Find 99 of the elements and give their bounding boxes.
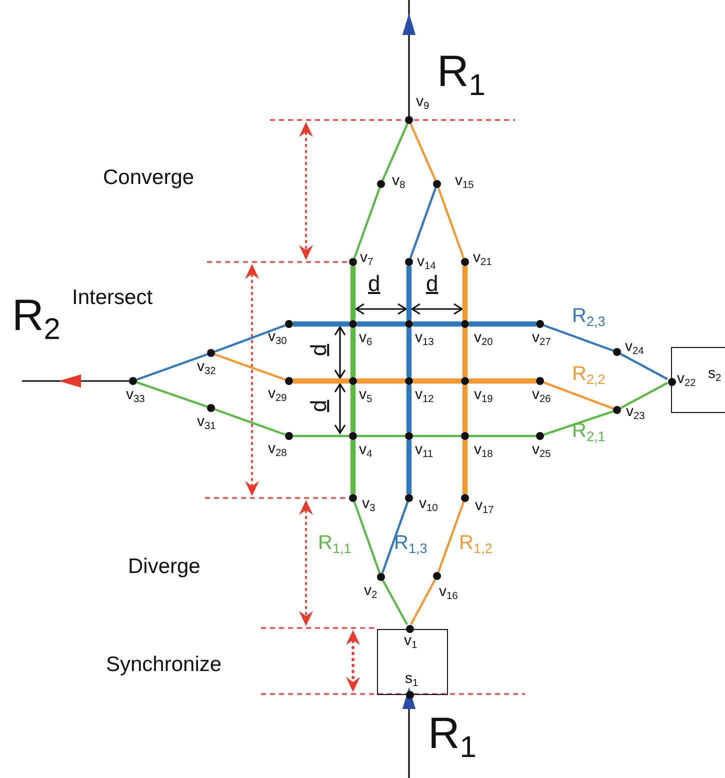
route-line [462,328,468,377]
route-line [406,328,412,377]
route-line [350,266,356,320]
route-line [293,321,349,327]
vertex-label: v$_{16}$ [439,584,458,599]
route-line [620,382,668,410]
route-line [350,385,356,432]
route-line [357,321,405,327]
dimension-label: d [308,344,330,356]
route-line [293,378,349,384]
vertex-label: v$_{23}$ [626,404,645,419]
vertex-label: v$_{2}$ [364,583,378,598]
vertex-label: v$_{18}$ [474,442,493,457]
route-line [353,187,381,259]
phase-label: Diverge [128,556,200,577]
phase-label: Synchronize [106,654,222,675]
route-line [437,187,465,259]
vertex-label: v$_{7}$ [360,250,374,265]
route-line [410,579,436,625]
route-line [214,324,286,353]
route-line [469,434,536,438]
route-line [357,378,405,384]
vertex-label: v$_{17}$ [475,498,494,513]
route-line [214,353,286,381]
vertex-label: v$_{33}$ [126,387,145,402]
route-line [136,381,208,408]
vertex-label: v$_{13}$ [415,330,434,345]
vertex-label: v$_{22}$ [677,371,696,386]
route-line [469,321,536,327]
route-line [350,328,356,377]
phase-label: Intersect [72,287,153,308]
vertex-label: v$_{1}$ [404,633,418,648]
arrow [402,13,416,116]
route-label: R$_{2}$ [12,294,60,338]
route-line [413,321,461,327]
vertex-label: v$_{21}$ [473,250,492,265]
route-line [406,266,412,320]
route-line [214,408,286,436]
route-label: R$_{1,2}$ [459,533,492,553]
route-line [381,501,409,574]
route-line [382,123,408,181]
station-frame [671,347,725,413]
vertex-label: s$_{1}$ [405,671,418,686]
route-line [406,440,412,494]
route-line [350,440,356,494]
vertex-label: v$_{14}$ [417,254,436,269]
route-line [382,580,408,626]
route-label: R$_{2,2}$ [572,364,606,384]
vertex-label: v$_{29}$ [268,386,287,401]
route-line [357,434,405,438]
vertex-label: v$_{32}$ [197,359,216,374]
vertex-label: v$_{9}$ [416,94,430,109]
vertex-label: v$_{19}$ [474,387,493,402]
vertex-label: v$_{3}$ [362,496,376,511]
route-line [293,434,349,438]
route-label: R$_{1,1}$ [318,533,352,553]
vertex-label: v$_{27}$ [532,330,551,345]
route-line [406,385,412,432]
route-line [620,352,668,380]
phase-label: Converge [103,167,194,188]
vertex-label: v$_{25}$ [532,442,551,457]
vertex-label: v$_{12}$ [415,387,434,402]
vertex-label: v$_{6}$ [359,330,372,345]
dimension-label: d [308,400,330,412]
route-line [437,501,465,573]
vertex-label: v$_{8}$ [392,173,406,188]
arrow [59,374,129,388]
route-line [543,410,614,436]
route-line [136,353,208,381]
route-line [353,501,381,574]
vertex-label: v$_{31}$ [197,414,216,429]
vertex-label: v$_{15}$ [455,173,474,188]
vertex-label: v$_{30}$ [268,329,287,344]
vertex-label: v$_{28}$ [268,441,287,456]
dimension-label: d [368,273,380,295]
route-line [413,378,461,384]
vertex-label: v$_{20}$ [474,330,493,345]
route-line [462,385,468,432]
route-line [462,266,468,320]
route-line [543,324,614,352]
station-label: s$_{2}$ [708,366,722,381]
vertex-label: v$_{10}$ [419,496,438,511]
vertex-label: v$_{11}$ [415,442,434,457]
route-label: R$_{2,3}$ [572,306,606,326]
vertex-label: v$_{4}$ [359,442,372,457]
route-line [413,434,461,438]
arrow [402,687,416,778]
route-line [462,440,468,494]
route-label: R$_{1,3}$ [394,533,428,553]
vertex-label: v$_{24}$ [625,339,644,354]
vertex-label: v$_{26}$ [532,387,551,402]
route-line [543,381,614,410]
dimension-label: d [426,273,438,295]
route-line [469,378,536,384]
vertex-label: v$_{5}$ [359,387,372,402]
route-label: R$_{1}$ [428,712,476,756]
route-line [410,123,436,181]
route-label: R$_{1}$ [437,50,486,94]
route-line [409,187,437,259]
